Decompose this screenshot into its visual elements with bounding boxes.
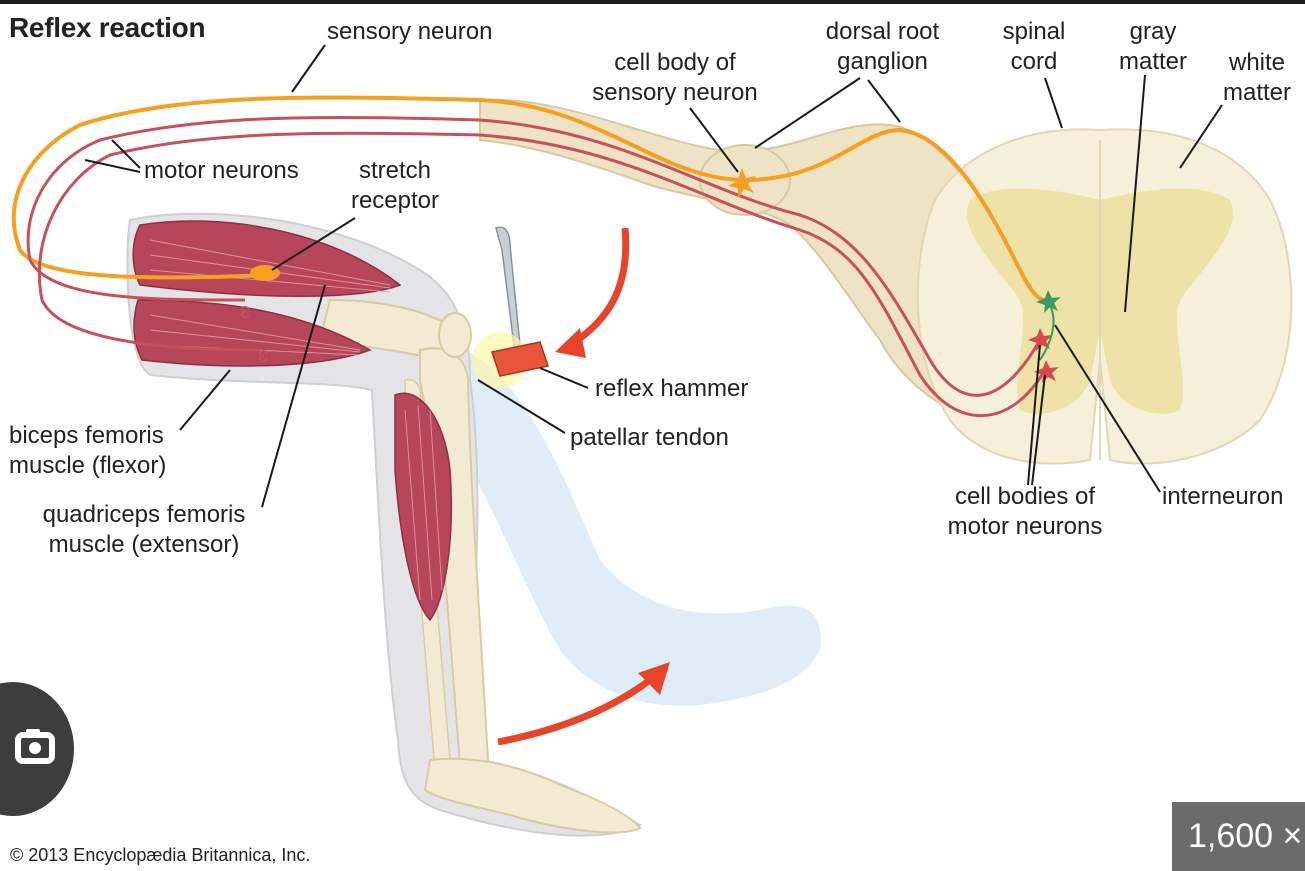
kick-arrow <box>497 677 653 746</box>
hammer-arrow <box>568 227 630 348</box>
label-interneuron: interneuron <box>1162 483 1284 510</box>
foot-bones <box>423 757 642 834</box>
label-sensory-neuron: sensory neuron <box>327 18 493 45</box>
sensory-neuron-path <box>11 95 1046 302</box>
label-cell-body-of-sensory-neuron: cell body of sensory neuron <box>570 48 780 108</box>
label-cellbodies-line-2: motor neurons <box>947 513 1103 540</box>
calf-muscle <box>394 392 453 622</box>
image-size-badge: 1,600 × <box>1172 802 1305 871</box>
motor-cell-body-1 <box>1028 328 1053 351</box>
label-dorsal-line-1: dorsal root <box>825 18 940 45</box>
label-stretch-receptor: stretch receptor <box>330 156 460 216</box>
label-cellbodies-line-1: cell bodies of <box>954 483 1096 510</box>
top-border <box>0 0 1305 4</box>
motor-cell-body-2 <box>1034 360 1059 383</box>
motor-neuron-path-1 <box>26 115 1042 397</box>
label-gray-line-2: matter <box>1118 48 1187 75</box>
label-stretch-line-2: receptor <box>350 187 440 214</box>
interneuron-cell-body <box>1036 290 1061 313</box>
label-biceps-line-1: biceps femoris <box>9 422 164 449</box>
label-reflex-hammer: reflex hammer <box>595 375 749 402</box>
hammer-handle <box>495 226 521 347</box>
label-quadriceps-femoris: quadriceps femoris muscle (extensor) <box>25 500 263 560</box>
label-quad-line-2: muscle (extensor) <box>48 531 240 558</box>
label-biceps-line-2: muscle (flexor) <box>9 452 167 479</box>
interneuron-fiber <box>1039 301 1055 361</box>
label-white-line-2: matter <box>1222 79 1291 106</box>
label-gray-line-1: gray <box>1129 18 1177 45</box>
camera-search-icon <box>15 729 55 764</box>
leader-lines <box>84 44 1223 508</box>
label-cell-bodies-of-motor-neurons: cell bodies of motor neurons <box>935 482 1115 542</box>
label-white-line-1: white <box>1228 49 1286 76</box>
hammer-arrow-head <box>555 328 586 358</box>
label-white-matter: white matter <box>1207 48 1305 108</box>
nerve-ending-2: ɛ <box>258 342 268 367</box>
sensory-cell-body <box>728 168 756 198</box>
label-quad-line-1: quadriceps femoris <box>42 501 246 528</box>
label-cell-body-line-2: sensory neuron <box>592 79 758 106</box>
label-patellar-tendon: patellar tendon <box>570 424 729 451</box>
diagram-title: Reflex reaction <box>9 12 206 43</box>
label-motor-neurons: motor neurons <box>144 157 299 184</box>
ghost-leg <box>440 340 821 706</box>
label-spinal-cord: spinal cord <box>984 17 1084 77</box>
nerve-ending-1: ɛ <box>240 298 250 323</box>
patella <box>438 312 472 358</box>
label-dorsal-line-2: ganglion <box>837 48 928 75</box>
label-stretch-line-1: stretch <box>358 157 432 184</box>
label-cell-body-line-1: cell body of <box>614 49 736 76</box>
label-dorsal-root-ganglion: dorsal root ganglion <box>800 17 965 77</box>
motor-neuron-path-2 <box>37 131 1047 418</box>
label-spinal-line-2: cord <box>1010 48 1058 75</box>
copyright-notice: © 2013 Encyclopædia Britannica, Inc. <box>10 845 311 865</box>
label-biceps-femoris: biceps femoris muscle (flexor) <box>9 421 166 481</box>
label-spinal-line-1: spinal <box>1002 18 1066 45</box>
kick-arrow-head <box>638 662 670 695</box>
label-gray-matter: gray matter <box>1103 17 1203 77</box>
hammer-head <box>491 341 549 377</box>
